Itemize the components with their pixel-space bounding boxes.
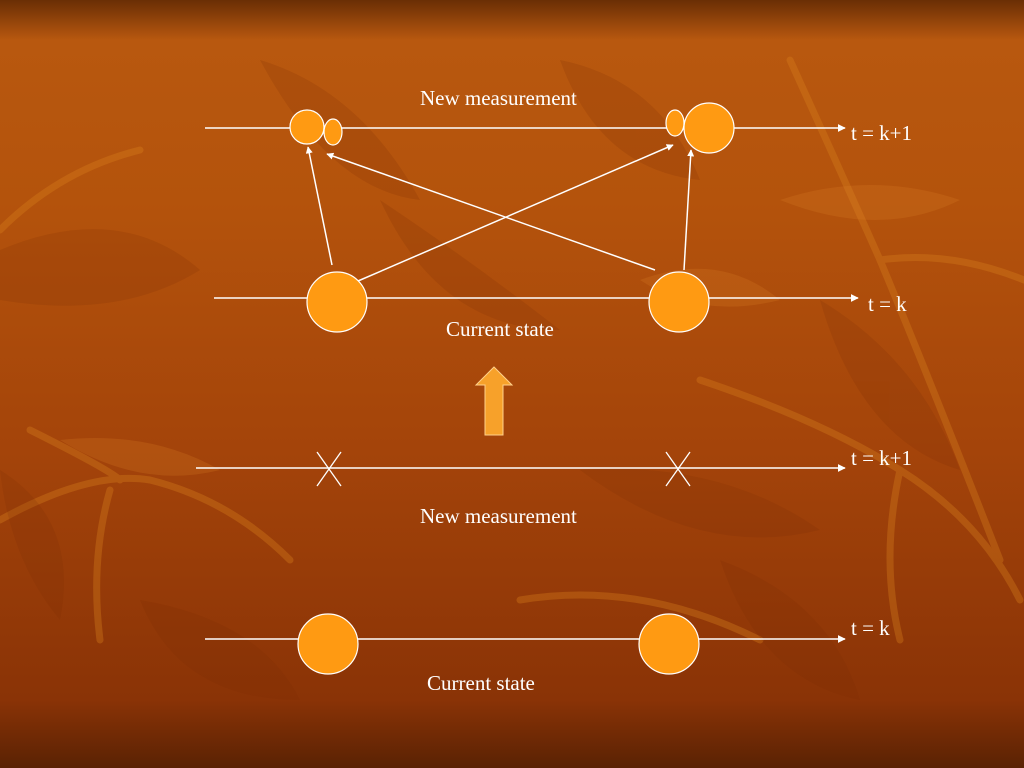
bottom-state-label: Current state [427,671,535,695]
prediction-arrow-left-to-right [357,144,674,282]
bottom-time-label-k: t = k [851,616,890,640]
state-node-bottom-left [297,613,359,675]
measurement-node-left-small [323,118,343,146]
measurement-node-left-large [289,109,325,145]
missing-measurement-left-cross-icon [316,451,342,487]
prediction-arrow-left-to-left [305,146,333,266]
bottom-measurement-label: New measurement [420,504,577,528]
top-state-label: Current state [446,317,554,341]
prediction-arrow-right-to-right [683,149,695,271]
top-time-label-k: t = k [868,292,907,316]
bottom-time-label-k-plus-1: t = k+1 [851,446,913,470]
state-node-top-right [648,271,710,333]
top-time-label-k-plus-1: t = k+1 [851,121,913,145]
up-arrow-icon [474,366,514,436]
state-node-bottom-right [638,613,700,675]
prediction-arrow-right-to-left [326,152,656,271]
measurement-node-right-large [683,102,735,154]
missing-measurement-right-cross-icon [665,451,691,487]
measurement-node-right-small [665,109,685,137]
state-node-top-left [306,271,368,333]
top-measurement-label: New measurement [420,86,577,110]
